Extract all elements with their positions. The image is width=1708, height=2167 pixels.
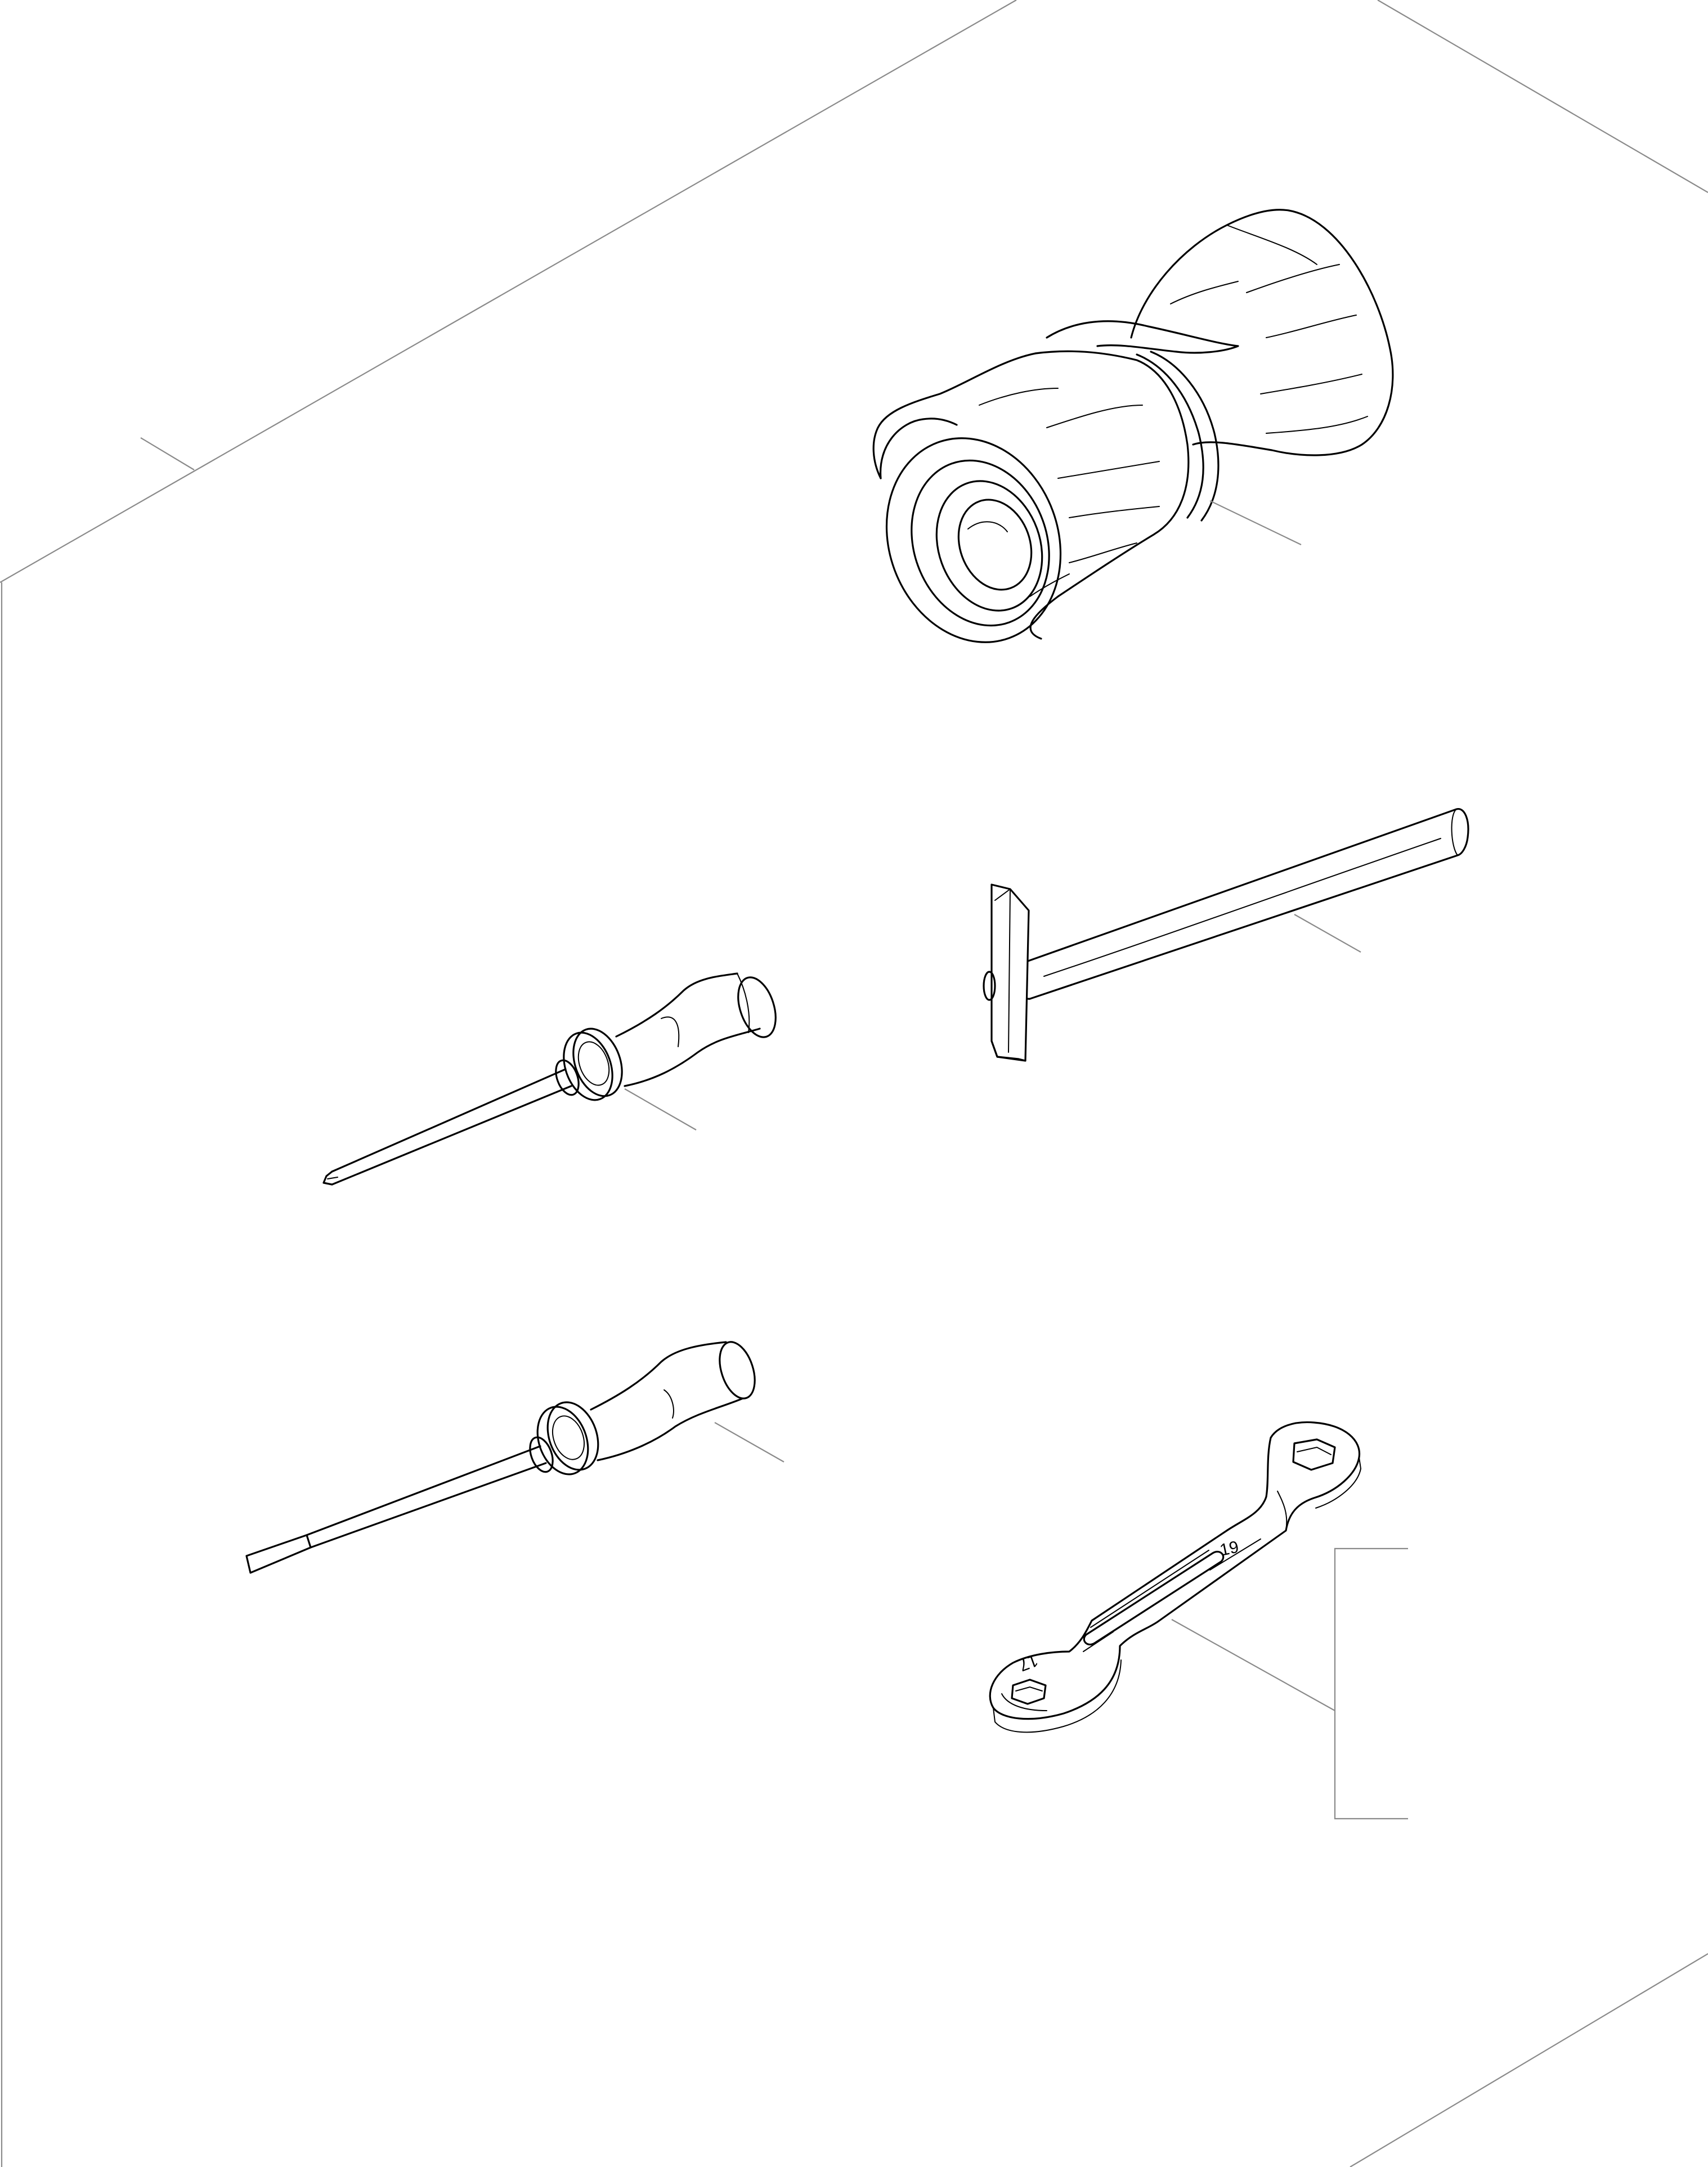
hammer-icon	[983, 808, 1469, 1062]
phillips-screwdriver-icon	[322, 972, 777, 1186]
hammer-leader	[1294, 914, 1361, 953]
flat-screwdriver-leader	[714, 1422, 784, 1462]
frame-tick	[140, 437, 195, 470]
tool-roll-icon	[872, 209, 1394, 643]
ring-spanner-leader	[1171, 1547, 1408, 1820]
tool-roll-leader	[1209, 500, 1302, 545]
ring-spanner-icon: 19 17	[989, 1421, 1362, 1733]
phillips-screwdriver-leader	[624, 1088, 697, 1130]
flat-screwdriver-icon	[245, 1341, 756, 1574]
size-mark-large: 19	[1218, 1538, 1241, 1560]
